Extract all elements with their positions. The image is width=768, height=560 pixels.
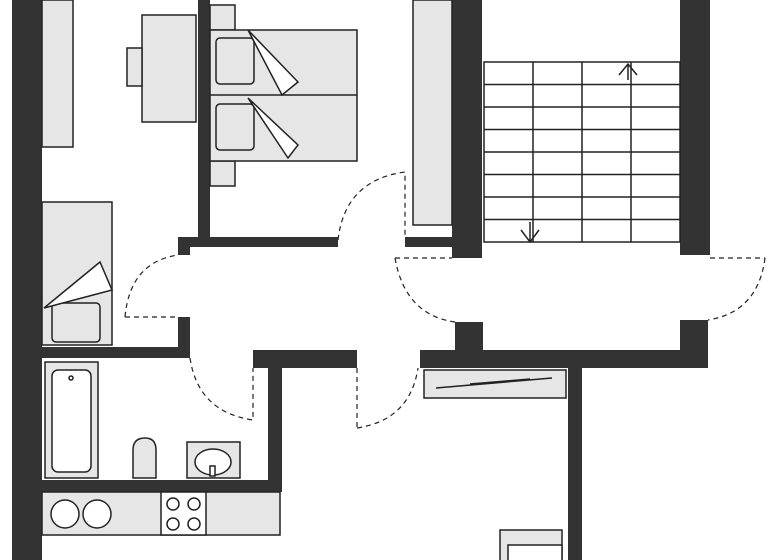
bedroom-bottom-wall — [178, 237, 338, 247]
door-bedroom — [337, 171, 406, 241]
blanket-fold — [247, 97, 300, 160]
pillar-left — [455, 322, 483, 352]
burner — [187, 497, 201, 511]
bedroom-wall — [198, 0, 210, 247]
door-stair-left — [394, 257, 456, 323]
bathroom-wall-bottom — [42, 480, 282, 492]
door-swings — [124, 171, 766, 429]
door-single-bedroom — [124, 254, 179, 318]
desk — [141, 14, 197, 123]
outer-wall-left — [12, 0, 42, 560]
burner — [166, 497, 180, 511]
door-room-middle — [356, 367, 419, 429]
chair — [126, 47, 143, 87]
right-room-wall — [568, 368, 582, 560]
wardrobe-left — [41, 0, 74, 148]
furniture — [41, 0, 567, 560]
bathroom-wall-right — [268, 368, 282, 492]
pillow — [215, 37, 255, 85]
burner — [166, 517, 180, 531]
hall-wall-top-right — [405, 237, 455, 247]
staircase — [483, 61, 681, 244]
toilet — [132, 437, 157, 479]
nightstand-bottom — [209, 160, 236, 187]
arrow-down-icon — [520, 222, 540, 244]
sliding-wardrobe — [423, 369, 567, 399]
stair-wall-left — [452, 0, 482, 258]
single-bedroom-bottom-wall — [42, 347, 190, 358]
pillow — [51, 302, 101, 343]
blanket-fold — [247, 29, 300, 97]
blanket-fold — [43, 260, 114, 309]
nightstand-top — [209, 4, 236, 31]
stove — [160, 491, 207, 536]
stair-wall-right — [680, 0, 710, 255]
walls — [12, 0, 710, 560]
arrow-up-icon — [618, 62, 638, 80]
hall-wall-bottom-middle — [253, 350, 357, 368]
door-bathroom — [189, 357, 254, 421]
burner — [187, 517, 201, 531]
door-stair-right — [707, 257, 766, 321]
sink-bowl — [82, 499, 112, 529]
wall-stub — [178, 237, 190, 255]
wardrobe-right — [412, 0, 453, 226]
pillow — [215, 103, 255, 151]
sink-bowl — [50, 499, 80, 529]
hall-wall-bottom-right — [420, 350, 708, 368]
